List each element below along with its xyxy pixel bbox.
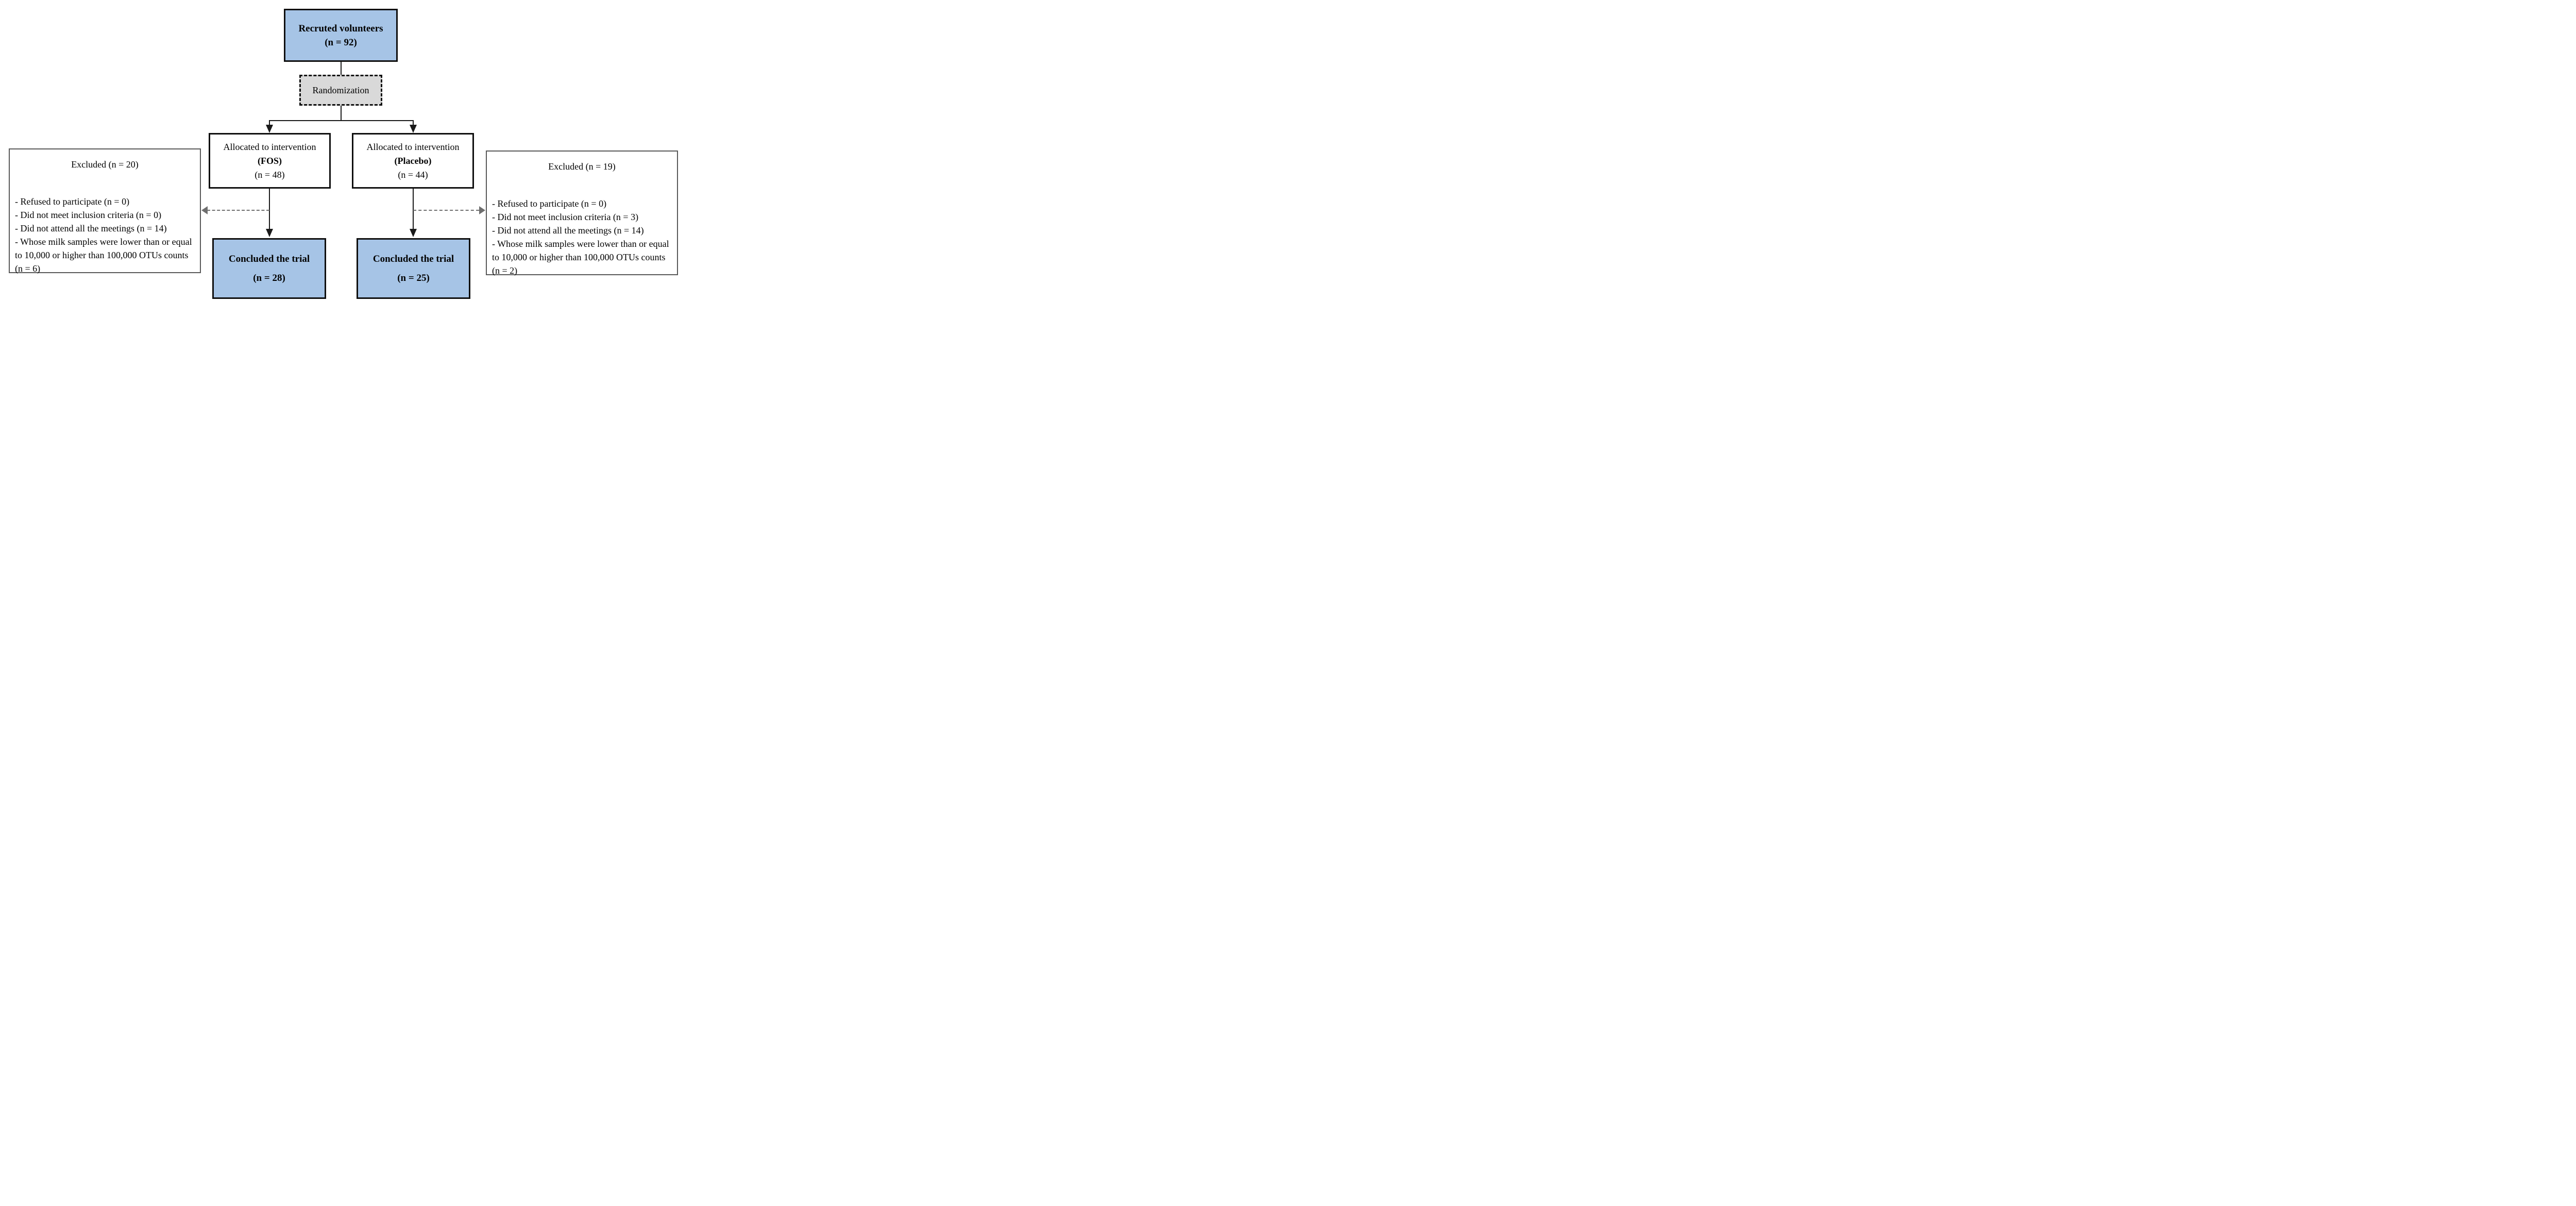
alloc-placebo-line1: Allocated to intervention	[366, 141, 460, 152]
placebo-to-concluded-line	[413, 189, 414, 230]
excluded-item: - Did not meet inclusion criteria (n = 3…	[492, 212, 639, 222]
arrow-down-icon	[266, 229, 273, 237]
branch-drop-line-left	[269, 120, 270, 126]
concluded-box-placebo: Concluded the trial (n = 25)	[357, 238, 470, 299]
excluded-item: - Whose milk samples were lower than or …	[15, 237, 192, 274]
connector-randomization-to-split	[341, 106, 342, 120]
dashed-exclusion-line-right	[413, 210, 479, 211]
alloc-fos-line1: Allocated to intervention	[223, 141, 316, 152]
alloc-placebo-line2: (Placebo)	[394, 155, 432, 166]
excluded-box-right: Excluded (n = 19) - Refused to participa…	[486, 150, 678, 277]
concluded-box-fos: Concluded the trial (n = 28)	[212, 238, 326, 299]
recruited-line1: Recruted volunteers	[298, 23, 383, 34]
excluded-left-items: - Refused to participate (n = 0) - Did n…	[15, 195, 195, 275]
flow-diagram: Recruted volunteers (n = 92) Randomizati…	[0, 0, 684, 301]
excluded-item: - Did not attend all the meetings (n = 1…	[492, 225, 644, 236]
concluded-fos-line1: Concluded the trial	[228, 254, 310, 264]
excluded-box-left: Excluded (n = 20) - Refused to participa…	[9, 148, 201, 275]
split-horizontal-line	[269, 120, 414, 121]
arrow-down-icon	[266, 125, 273, 133]
allocation-box-placebo: Allocated to intervention (Placebo) (n =…	[352, 133, 474, 189]
dashed-exclusion-line-left	[207, 210, 269, 211]
excluded-item: - Did not meet inclusion criteria (n = 0…	[15, 210, 162, 220]
recruited-box: Recruted volunteers (n = 92)	[284, 9, 398, 62]
fos-to-concluded-line	[269, 189, 270, 230]
connector-top-to-randomization	[341, 62, 342, 75]
alloc-fos-line2: (FOS)	[258, 155, 282, 166]
concluded-fos-line2: (n = 28)	[253, 273, 285, 283]
arrow-right-icon	[479, 206, 485, 214]
excluded-item: - Did not attend all the meetings (n = 1…	[15, 223, 167, 233]
concluded-placebo-line1: Concluded the trial	[372, 254, 454, 264]
alloc-placebo-line3: (n = 44)	[398, 169, 428, 180]
allocation-box-fos: Allocated to intervention (FOS) (n = 48)	[209, 133, 331, 189]
excluded-right-items: - Refused to participate (n = 0) - Did n…	[492, 197, 672, 277]
alloc-fos-line3: (n = 48)	[255, 169, 285, 180]
arrow-left-icon	[201, 206, 208, 214]
excluded-item: - Whose milk samples were lower than or …	[492, 239, 669, 276]
excluded-left-title: Excluded (n = 20)	[71, 159, 139, 170]
excluded-item: - Refused to participate (n = 0)	[492, 198, 607, 209]
excluded-item: - Refused to participate (n = 0)	[15, 196, 130, 207]
arrow-down-icon	[410, 229, 417, 237]
excluded-right-title: Excluded (n = 19)	[548, 161, 616, 172]
randomization-label: Randomization	[312, 85, 369, 95]
randomization-box: Randomization	[299, 75, 382, 106]
branch-drop-line-right	[413, 120, 414, 126]
recruited-line2: (n = 92)	[325, 37, 357, 48]
concluded-placebo-line2: (n = 25)	[397, 273, 430, 283]
arrow-down-icon	[410, 125, 417, 133]
